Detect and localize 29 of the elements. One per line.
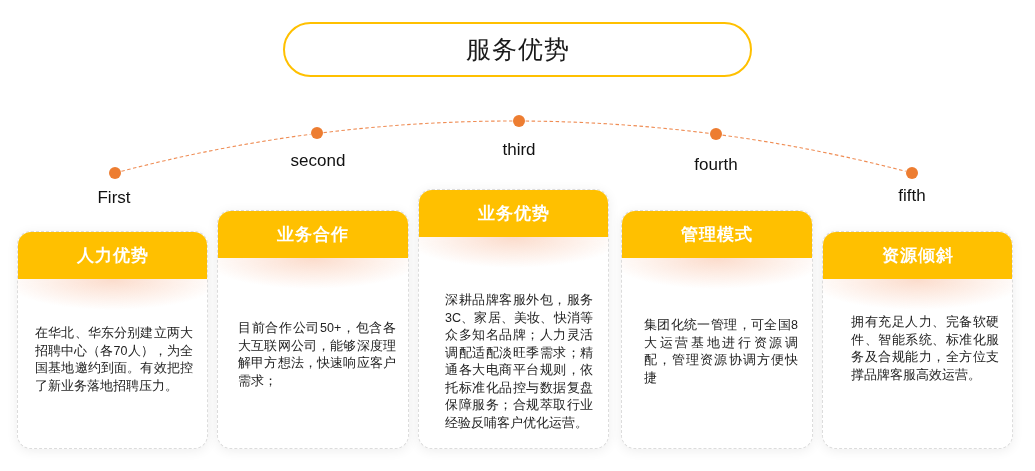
timeline-dot [311, 127, 323, 140]
info-card [217, 210, 409, 449]
card-heading: 资源倾斜 [823, 232, 1012, 279]
timeline-dot [710, 128, 722, 141]
card-text: 目前合作公司50+，包含各大互联网公司，能够深度理解甲方想法，快速响应客户需求； [238, 320, 396, 390]
step-label: First [97, 188, 131, 208]
card-text: 深耕品牌客服外包，服务3C、家居、美妆、快消等众多知名品牌；人力灵活调配适配淡旺季需求；精通各大电商平台规则，依托标准化品控与数据复盘保障服务；合规萃取行业经验反哺客户优化运营。 [445, 292, 593, 432]
timeline-dot [906, 167, 918, 179]
card-text: 集团化统一管理，可全国8大运营基地进行资源调配，管理资源协调方便快捷 [644, 317, 798, 387]
card-heading: 业务优势 [419, 190, 608, 237]
timeline-dot [513, 115, 525, 127]
card-heading: 业务合作 [218, 211, 408, 258]
dashed-connector [323, 120, 513, 134]
card-heading: 人力优势 [18, 232, 207, 279]
dashed-connector [525, 120, 710, 134]
timeline-dot [109, 167, 121, 179]
info-card [822, 231, 1013, 449]
step-label: fourth [694, 155, 738, 175]
info-card [621, 210, 813, 449]
step-label: second [290, 151, 346, 171]
card-heading: 管理模式 [622, 211, 812, 258]
info-card [418, 189, 609, 449]
title-box: 服务优势 [283, 22, 752, 77]
card-text: 拥有充足人力、完备软硬件、智能系统、标准化服务及合规能力，全方位支撑品牌客服高效运营。 [851, 314, 999, 384]
step-label: fifth [898, 186, 926, 206]
info-card [17, 231, 208, 449]
dashed-connector [722, 134, 907, 172]
card-text: 在华北、华东分别建立两大招聘中心（各70人），为全国基地邀约到面。有效把控了新业务落地招聘压力。 [35, 325, 193, 395]
step-label: third [502, 140, 536, 160]
